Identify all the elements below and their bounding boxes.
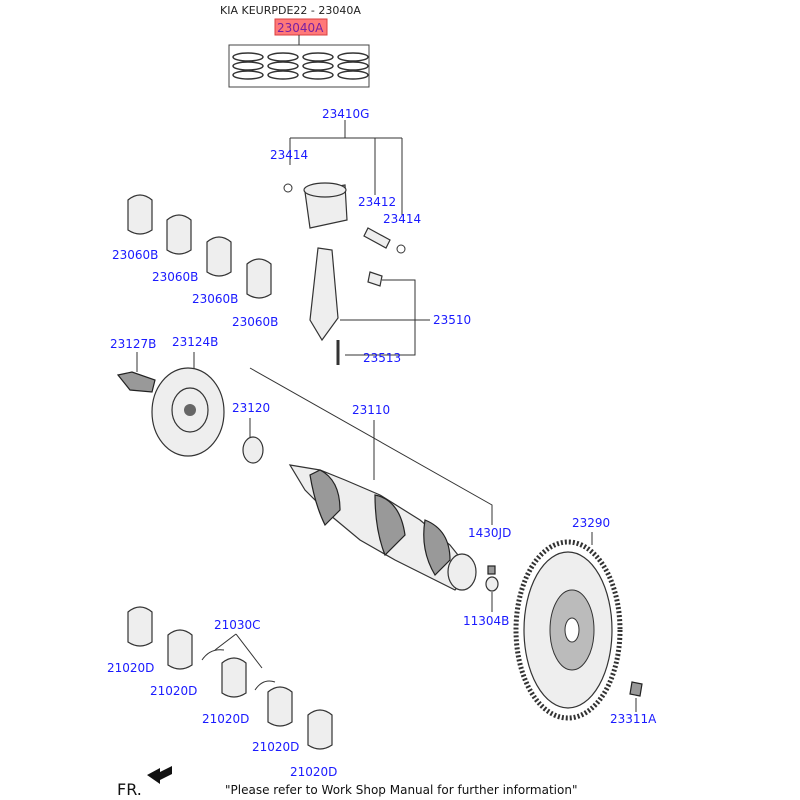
label-21020D-1[interactable]: 21020D	[107, 661, 154, 675]
label-23410G[interactable]: 23410G	[322, 107, 369, 121]
main-bearings	[127, 606, 333, 750]
crank-sprocket[interactable]	[242, 436, 264, 464]
label-23290[interactable]: 23290	[572, 516, 610, 530]
bushing[interactable]	[485, 576, 499, 592]
label-23060B-1[interactable]: 23060B	[112, 248, 158, 262]
flywheel-bolt[interactable]	[629, 681, 643, 697]
label-23412[interactable]: 23412	[358, 195, 396, 209]
snap-ring	[283, 183, 293, 193]
snap-ring	[396, 244, 406, 254]
piston-ring-set[interactable]	[228, 44, 370, 88]
highlight-label[interactable]: 23040A	[277, 21, 324, 35]
piston-pin[interactable]	[363, 227, 391, 249]
conrod-bush	[367, 271, 383, 287]
label-21020D-3[interactable]: 21020D	[202, 712, 249, 726]
label-21030C[interactable]: 21030C	[214, 618, 261, 632]
label-23513[interactable]: 23513	[363, 351, 401, 365]
label-23120[interactable]: 23120	[232, 401, 270, 415]
label-23124B[interactable]: 23124B	[172, 335, 218, 349]
label-23311A[interactable]: 23311A	[610, 712, 657, 726]
piston-rings	[232, 52, 369, 80]
label-21020D-4[interactable]: 21020D	[252, 740, 299, 754]
label-23060B-3[interactable]: 23060B	[192, 292, 238, 306]
label-11304B[interactable]: 11304B	[463, 614, 509, 628]
label-23060B-2[interactable]: 23060B	[152, 270, 198, 284]
pin[interactable]	[487, 565, 496, 575]
label-1430JD[interactable]: 1430JD	[468, 526, 511, 540]
crankshaft[interactable]	[288, 464, 477, 591]
label-21020D-5[interactable]: 21020D	[290, 765, 337, 779]
label-23510[interactable]: 23510	[433, 313, 471, 327]
highlight-box[interactable]	[274, 18, 328, 36]
label-23060B-4[interactable]: 23060B	[232, 315, 278, 329]
connecting-rod[interactable]	[309, 247, 339, 342]
footer-note: "Please refer to Work Shop Manual for fu…	[225, 783, 577, 797]
conrod-bearings	[127, 194, 272, 299]
label-23110[interactable]: 23110	[352, 403, 390, 417]
label-23127B[interactable]: 23127B	[110, 337, 156, 351]
diagram-title: KIA KEURPDE22 - 23040A	[220, 4, 361, 17]
label-23414-left[interactable]: 23414	[270, 148, 308, 162]
flywheel[interactable]	[513, 539, 623, 721]
front-arrow-icon	[147, 766, 172, 784]
label-21020D-2[interactable]: 21020D	[150, 684, 197, 698]
front-indicator: FR.	[117, 780, 142, 799]
pulley-bolt[interactable]	[116, 371, 156, 393]
label-23414-right[interactable]: 23414	[383, 212, 421, 226]
